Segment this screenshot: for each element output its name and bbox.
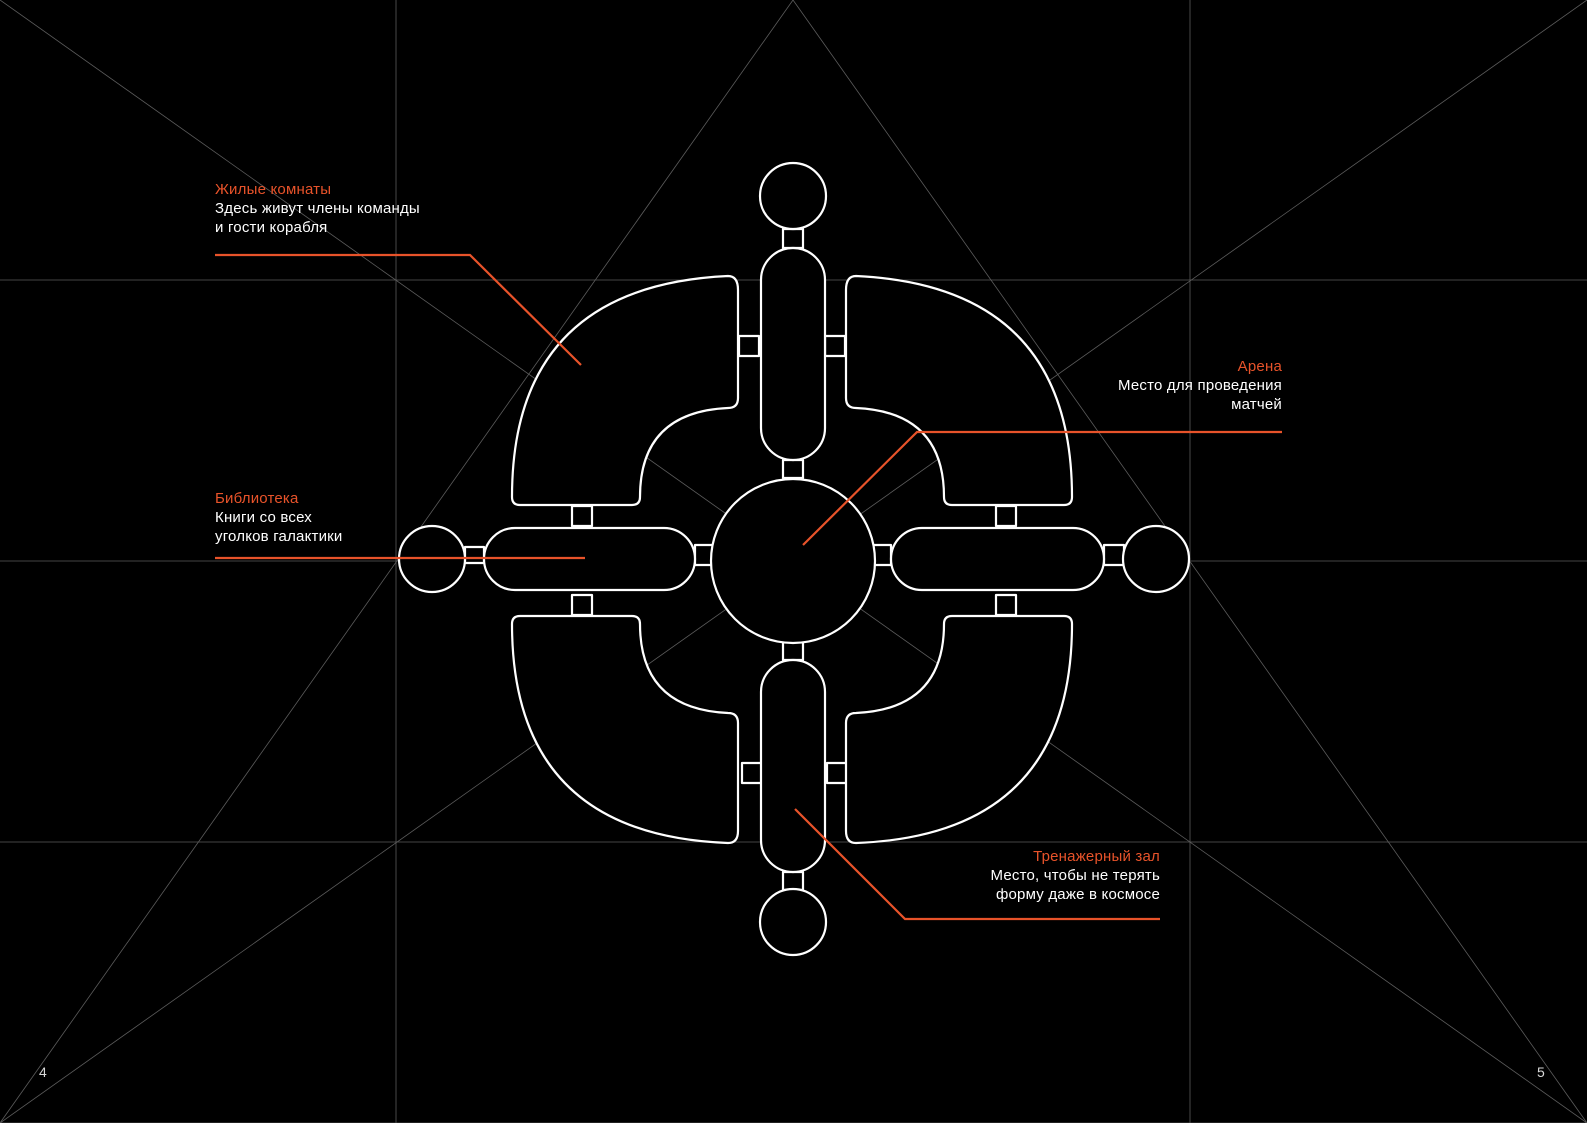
leader-lines [215, 253, 1282, 921]
room-bottom-left [510, 614, 740, 845]
callout-gym-line2: форму даже в космосе [995, 886, 1160, 903]
callout-library: Библиотека Книги со всех уголков галакти… [215, 489, 343, 546]
room-top-left [510, 274, 740, 507]
leader-living [215, 253, 582, 366]
leader-gym [794, 808, 1160, 921]
callout-gym-title: Тренажерный зал [1033, 848, 1160, 865]
page-number-left: 4 [39, 1064, 47, 1080]
callout-library-line1: Книги со всех [215, 509, 313, 526]
capsule-bottom [759, 658, 827, 874]
callout-library-line2: уголков галактики [215, 528, 343, 545]
callout-library-title: Библиотека [215, 490, 299, 507]
page-number-right: 5 [1537, 1064, 1545, 1080]
callout-gym: Тренажерный зал Место, чтобы не терять ф… [990, 847, 1160, 904]
capsule-right [889, 526, 1106, 592]
callout-living-line2: и гости корабля [215, 219, 328, 236]
capsule-top [759, 246, 827, 462]
callout-gym-line1: Место, чтобы не терять [990, 867, 1160, 884]
callout-arena-line1: Место для проведения [1117, 377, 1282, 394]
room-bottom-right [844, 614, 1074, 845]
pod-top [758, 161, 828, 231]
callout-arena-title: Арена [1237, 358, 1282, 375]
arena-hub [709, 477, 877, 645]
callout-living-rooms: Жилые комнаты Здесь живут члены команды … [215, 180, 420, 237]
pod-bottom [758, 887, 828, 957]
station-structure [397, 161, 1191, 957]
pod-right [1121, 524, 1191, 594]
room-top-right [844, 274, 1074, 507]
callout-living-title: Жилые комнаты [215, 181, 332, 198]
callout-arena-line2: матчей [1231, 396, 1282, 413]
leader-arena [802, 430, 1282, 546]
callout-arena: Арена Место для проведения матчей [1118, 357, 1282, 414]
callout-living-line1: Здесь живут члены команды [215, 200, 420, 217]
